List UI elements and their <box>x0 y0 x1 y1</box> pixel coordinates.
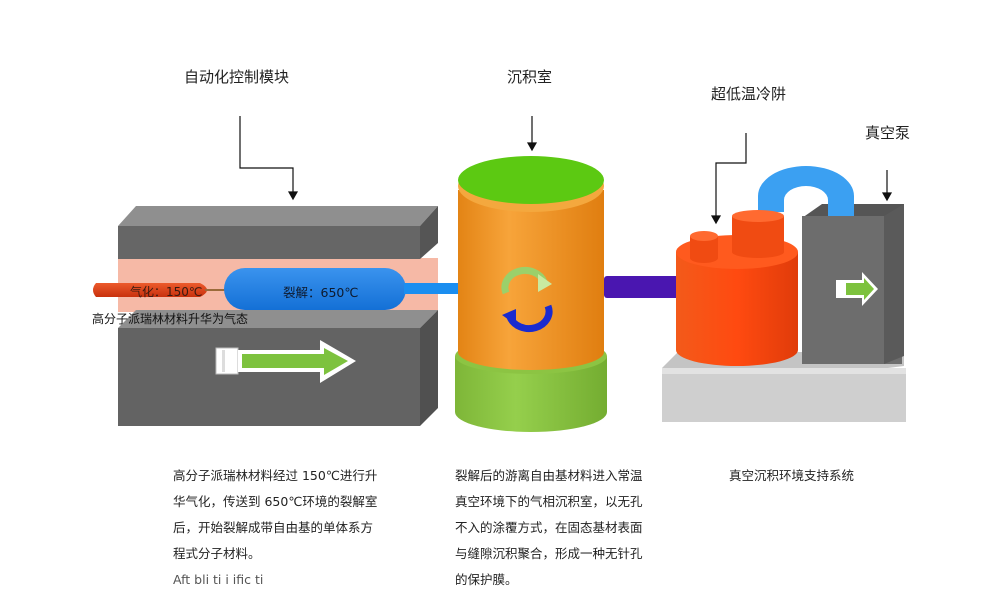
leader-automation <box>239 116 299 201</box>
pyrolysis-capsule <box>224 268 406 310</box>
description-step3: 真空沉积环境支持系统 <box>729 463 909 489</box>
description-step2-text: 裂解后的游离自由基材料进入常温真空环境下的气相沉积室，以无孔不入的涂覆方式，在固… <box>455 468 643 587</box>
leader-cold-trap <box>710 133 747 225</box>
label-automation-module: 自动化控制模块 <box>184 68 290 86</box>
description-step1: 高分子派瑞林材料经过 150℃进行升华气化，传送到 650℃环境的裂解室后，开始… <box>173 463 385 589</box>
pump-arch <box>758 166 854 216</box>
chamber-to-trap-connector <box>604 276 684 298</box>
flow-arrow-icon <box>215 340 356 383</box>
cycle-arrows-icon <box>501 266 553 333</box>
vacuum-support-system <box>662 166 906 422</box>
label-vacuum-pump: 真空泵 <box>865 124 911 142</box>
description-step2: 裂解后的游离自由基材料进入常温真空环境下的气相沉积室，以无孔不入的涂覆方式，在固… <box>455 463 651 593</box>
capsule-connector <box>404 283 460 294</box>
label-vaporization-temp: 气化：150℃ <box>130 285 203 299</box>
label-sublimation-note: 高分子派瑞林材料升华为气态 <box>92 312 249 326</box>
description-step1-text: 高分子派瑞林材料经过 150℃进行升华气化，传送到 650℃环境的裂解室后，开始… <box>173 468 378 561</box>
exhaust-arrow-icon <box>836 272 878 306</box>
leader-deposition <box>526 116 538 152</box>
label-deposition-chamber: 沉积室 <box>507 68 553 86</box>
description-step3-text: 真空沉积环境支持系统 <box>729 468 855 483</box>
deposition-chamber <box>455 156 607 432</box>
label-cold-trap: 超低温冷阱 <box>711 85 787 103</box>
leader-vacuum-pump <box>881 170 893 202</box>
description-step1-cut: Aft bli ti i ific ti <box>173 572 264 587</box>
label-pyrolysis-temp: 裂解：650℃ <box>283 285 359 300</box>
